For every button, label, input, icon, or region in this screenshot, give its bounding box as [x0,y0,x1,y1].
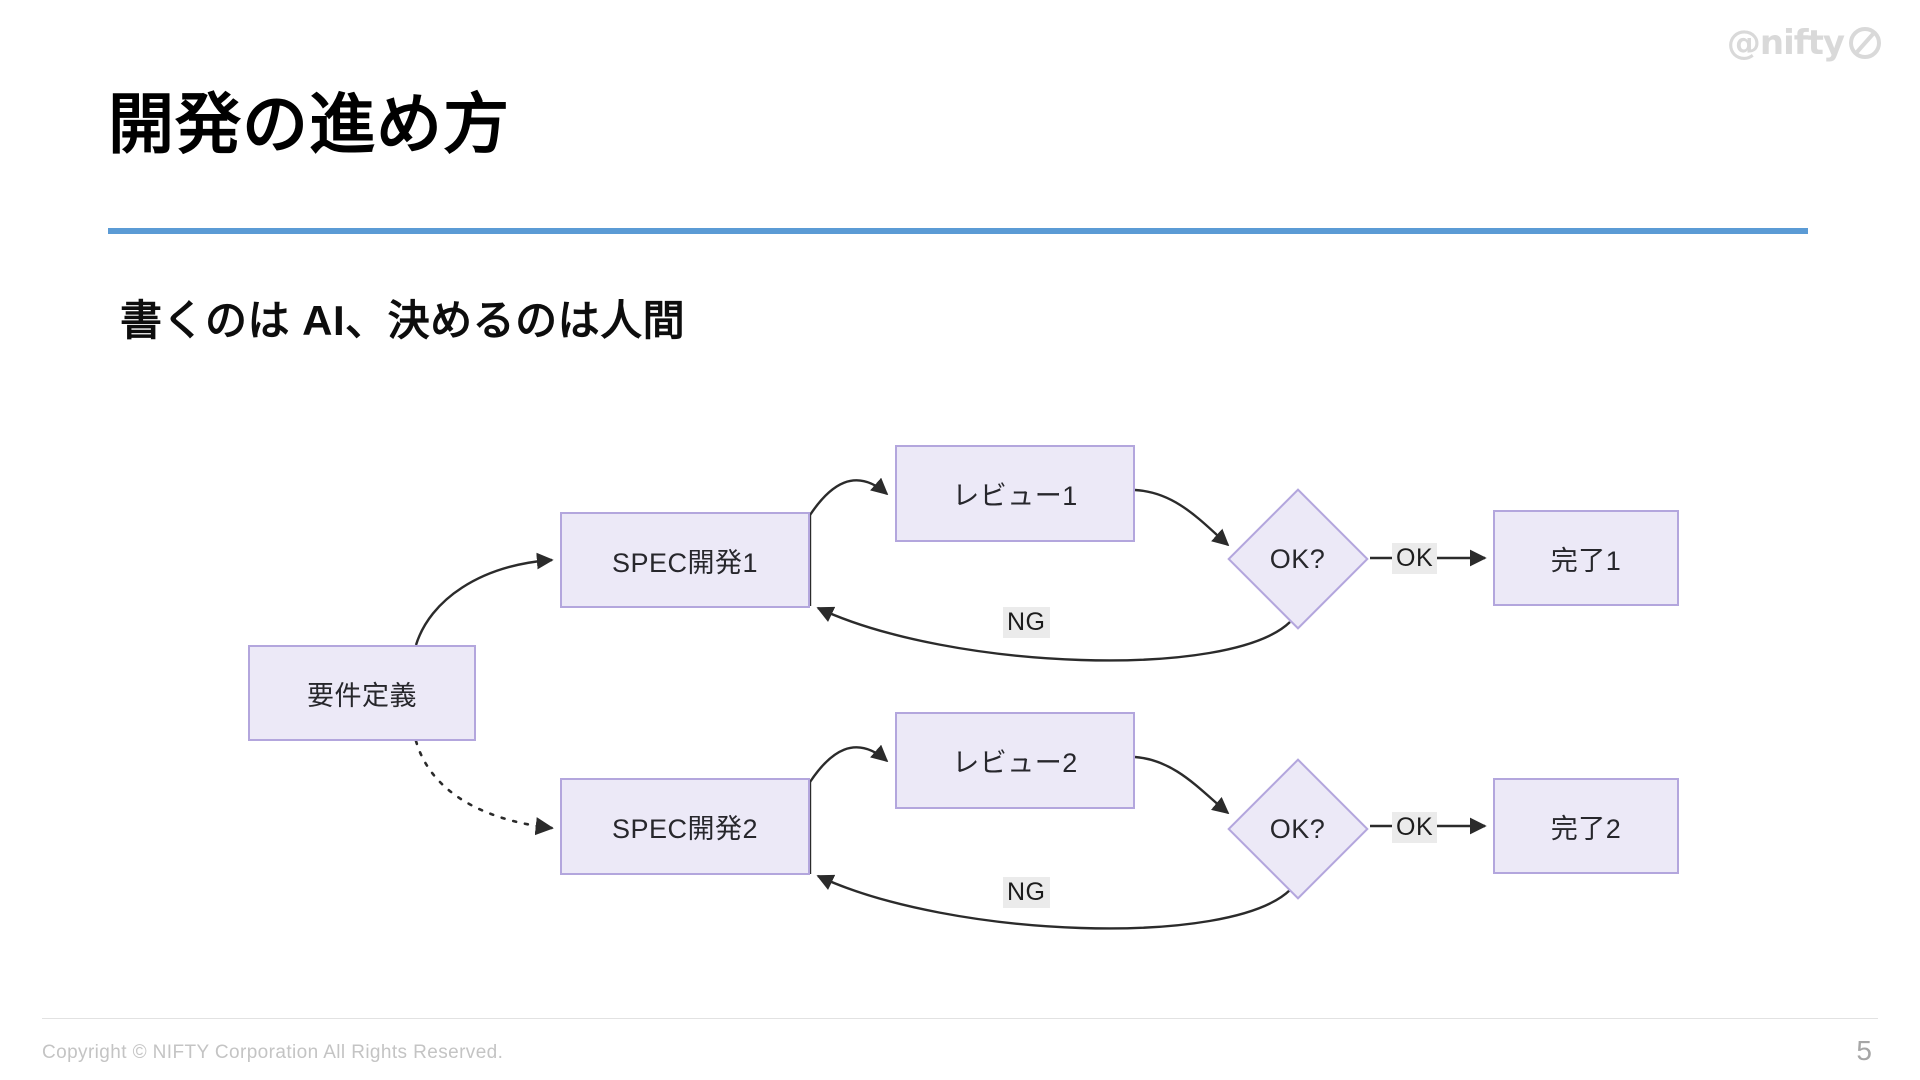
node-spec-dev-2[interactable]: SPEC開発2 [560,778,810,875]
page-subtitle: 書くのは AI、決めるのは人間 [120,297,686,344]
page-title: 開発の進め方 [108,87,510,161]
title-underline [108,228,1808,234]
node-done-1[interactable]: 完了1 [1493,510,1679,606]
node-decision-ok-2[interactable]: OK? [1225,758,1370,900]
node-decision-ok-1-label: OK? [1269,543,1326,574]
edge-label-ok-1: OK [1392,543,1438,574]
node-decision-ok-2-label: OK? [1269,813,1326,844]
nifty-circle-icon [1848,26,1882,60]
node-review-2[interactable]: レビュー2 [895,712,1135,809]
edge-label-ok-2: OK [1392,812,1438,843]
node-decision-ok-1[interactable]: OK? [1225,488,1370,630]
edge-label-ng-2: NG [1003,877,1050,908]
node-spec-dev-1[interactable]: SPEC開発1 [560,512,810,608]
page-number: 5 [1856,1035,1872,1066]
footer-copyright: Copyright © NIFTY Corporation All Rights… [42,1042,504,1063]
edge-label-ng-1: NG [1003,607,1050,638]
footer-divider [42,1018,1878,1019]
nifty-logo-text: @nifty [1726,23,1845,63]
node-done-2[interactable]: 完了2 [1493,778,1679,874]
node-review-1[interactable]: レビュー1 [895,445,1135,542]
nifty-logo: @nifty [1727,26,1882,60]
node-requirements[interactable]: 要件定義 [248,645,476,741]
